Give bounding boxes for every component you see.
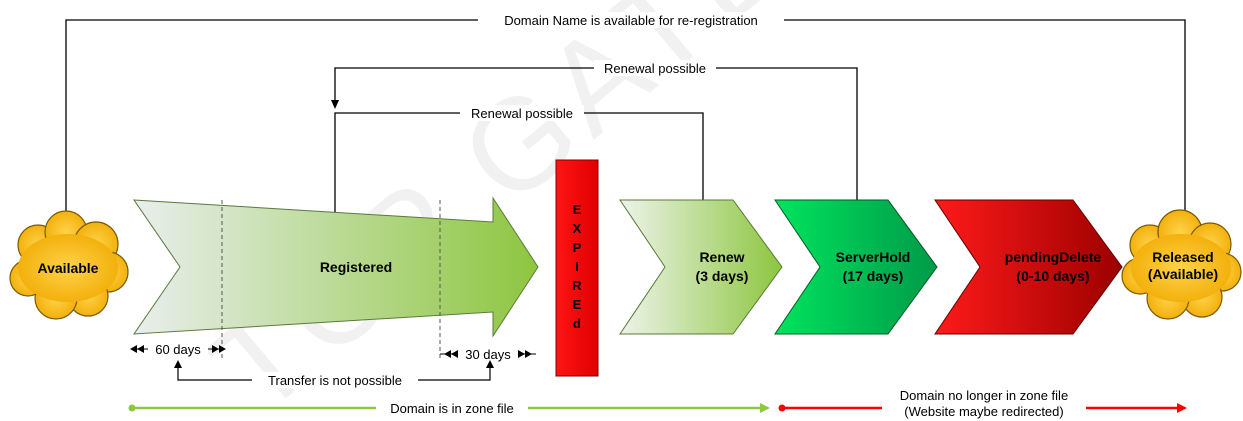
renewal-loop-renew: Renewal possible: [331, 105, 704, 232]
expired-letter: X: [573, 221, 582, 236]
sixty-days-dimension: 60 days: [130, 341, 226, 357]
serverhold-duration-label: (17 days): [843, 268, 904, 284]
expired-letter: I: [575, 259, 579, 274]
renewal-label-2: Renewal possible: [471, 106, 573, 121]
expired-letter: E: [573, 297, 582, 312]
serverhold-arrow: ServerHold (17 days): [774, 199, 938, 335]
expired-letter: d: [573, 316, 581, 331]
pending-delete-label: pendingDelete: [1005, 249, 1102, 265]
released-label: Released: [1152, 249, 1213, 265]
registered-label: Registered: [320, 259, 392, 275]
expired-letter: E: [573, 202, 582, 217]
in-zone-file-line: Domain is in zone file: [128, 400, 770, 416]
website-redirected-label: (Website maybe redirected): [904, 404, 1063, 419]
transfer-label: Transfer is not possible: [268, 373, 402, 388]
released-cloud: Released (Available): [1121, 209, 1242, 320]
expired-letter: P: [573, 240, 582, 255]
out-of-zone-file-line: Domain no longer in zone file (Website m…: [778, 386, 1187, 420]
out-of-zone-file-label: Domain no longer in zone file: [900, 388, 1068, 403]
transfer-not-possible: Transfer is not possible: [174, 360, 494, 388]
registered-arrow: Registered: [133, 196, 539, 358]
renew-label: Renew: [699, 249, 744, 265]
thirty-days-label: 30 days: [465, 347, 511, 362]
released-available-label: (Available): [1148, 266, 1218, 282]
available-cloud: Available: [9, 210, 129, 320]
available-label: Available: [38, 260, 99, 276]
reregistration-loop: Domain Name is available for re-registra…: [62, 12, 1186, 232]
pending-delete-duration-label: (0-10 days): [1016, 268, 1089, 284]
pending-delete-arrow: pendingDelete (0-10 days): [934, 199, 1123, 335]
renewal-loop-serverhold: Renewal possible: [331, 60, 858, 215]
renew-arrow: Renew (3 days): [619, 199, 783, 335]
renewal-label-1: Renewal possible: [604, 61, 706, 76]
expired-letter: R: [572, 278, 582, 293]
in-zone-file-label: Domain is in zone file: [390, 401, 514, 416]
thirty-days-dimension: 30 days: [440, 346, 536, 362]
renew-duration-label: (3 days): [696, 268, 749, 284]
serverhold-label: ServerHold: [836, 249, 911, 265]
reregistration-label: Domain Name is available for re-registra…: [504, 13, 758, 28]
sixty-days-label: 60 days: [155, 342, 201, 357]
